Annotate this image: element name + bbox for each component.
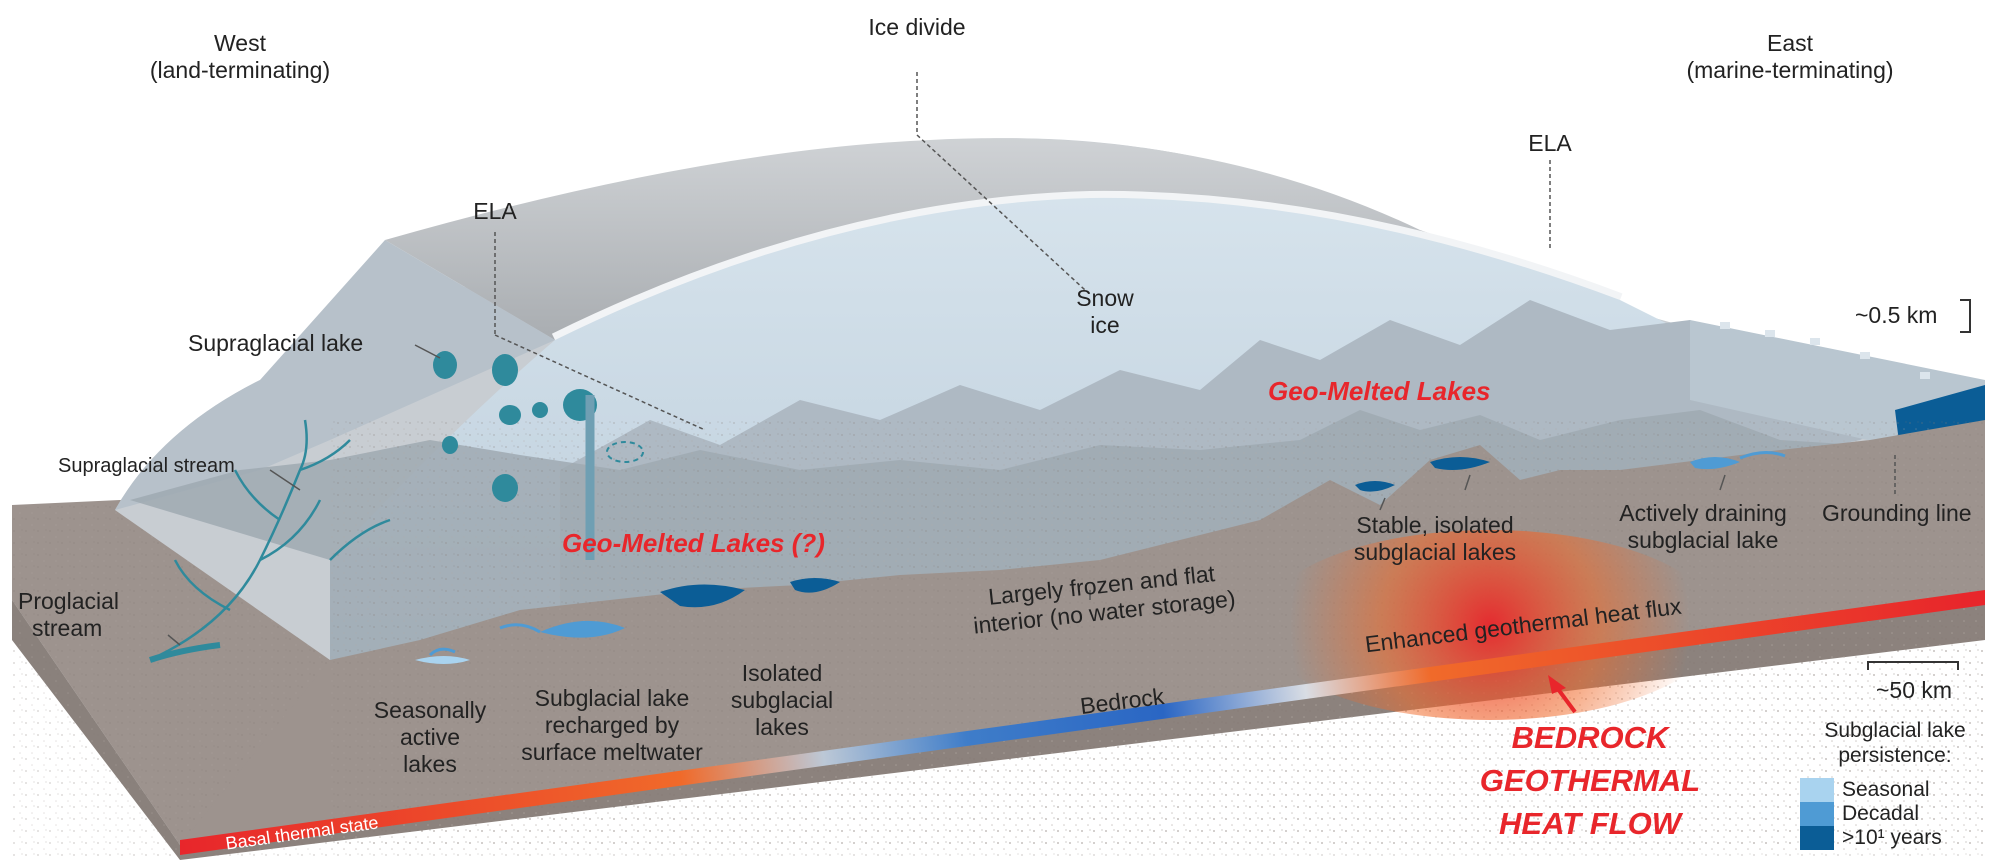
- bedrock-heat-line2: GEOTHERMAL: [1479, 763, 1701, 798]
- recharged-line2: recharged by: [544, 712, 680, 738]
- bedrock-geothermal-heat-flow-label: BEDROCK GEOTHERMAL HEAT FLOW: [1460, 716, 1720, 845]
- isolated-line3: lakes: [755, 714, 809, 740]
- east-label-line2: (marine-terminating): [1686, 57, 1894, 83]
- draining-line2: subglacial lake: [1627, 527, 1779, 553]
- seasonal-line2: active: [399, 724, 461, 750]
- west-label-line2: (land-terminating): [149, 57, 331, 83]
- legend-swatch-seasonal: [1800, 778, 1834, 802]
- subglacial-lakes: [415, 457, 1740, 664]
- lake-flow-arrows: [428, 451, 1786, 657]
- legend-title-line2: persistence:: [1838, 744, 1952, 767]
- legend-title-line1: Subglacial lake: [1824, 719, 1966, 742]
- height-scale-bar: [1960, 299, 1971, 333]
- snow-label: Snow: [1076, 285, 1134, 311]
- draining-line1: Actively draining: [1619, 500, 1787, 526]
- lake-persistence-legend: Subglacial lake persistence: Seasonal De…: [1800, 718, 1990, 858]
- recharged-lake-label: Subglacial lake recharged by surface mel…: [512, 685, 712, 766]
- legend-label-decadal: Decadal: [1842, 802, 1920, 825]
- supraglacial-stream-network: [159, 419, 391, 657]
- recharged-line1: Subglacial lake: [534, 685, 690, 711]
- ablation-zone-west: [115, 240, 555, 510]
- drained-lake-outline: [606, 441, 644, 463]
- recharged-line3: surface meltwater: [521, 739, 703, 765]
- stable-line1: Stable, isolated: [1356, 512, 1514, 538]
- east-label-line1: East: [1766, 30, 1814, 56]
- distance-scale-bar: [1867, 661, 1959, 670]
- geo-melted-lakes-left-label: Geo-Melted Lakes (?): [562, 528, 825, 558]
- distance-scale-label: ~50 km: [1876, 677, 1953, 703]
- leader-lines: [167, 72, 1896, 646]
- height-scale-label: ~0.5 km: [1855, 302, 1938, 328]
- supraglacial-stream-label: Supraglacial stream: [58, 455, 235, 477]
- seasonal-line1: Seasonally: [373, 697, 487, 723]
- isolated-line2: subglacial: [730, 687, 834, 713]
- legend-title: Subglacial lake persistence:: [1800, 718, 1990, 768]
- legend-swatch-long: [1800, 826, 1834, 850]
- proglacial-line2: stream: [32, 615, 103, 641]
- geo-melted-lakes-right-label: Geo-Melted Lakes: [1268, 376, 1491, 406]
- bedrock-heat-line1: BEDROCK: [1511, 720, 1669, 755]
- west-label: West (land-terminating): [130, 30, 350, 84]
- heat-flow-arrowhead: [1548, 675, 1566, 694]
- snow-ice-label: Snow ice: [1060, 285, 1150, 339]
- basal-thermal-strip: [180, 590, 1985, 855]
- legend-label-seasonal: Seasonal: [1842, 778, 1930, 801]
- isolated-line1: Isolated: [741, 660, 823, 686]
- legend-swatch-decadal: [1800, 802, 1834, 826]
- proglacial-stream: [149, 642, 221, 663]
- ice-label: ice: [1090, 312, 1120, 338]
- west-label-line1: West: [214, 30, 266, 56]
- seasonal-lakes-label: Seasonally active lakes: [365, 697, 495, 778]
- ela-left-label: ELA: [473, 198, 517, 224]
- supraglacial-lakes: [433, 351, 597, 502]
- proglacial-line1: Proglacial: [18, 588, 119, 614]
- ela-right-label: ELA: [1528, 130, 1572, 156]
- bedrock-heat-line3: HEAT FLOW: [1499, 806, 1681, 841]
- stable-line2: subglacial lakes: [1353, 539, 1517, 565]
- geothermal-heat-glow: [1260, 530, 1720, 720]
- legend-label-long: >10¹ years: [1842, 826, 1942, 849]
- stable-lakes-label: Stable, isolated subglacial lakes: [1330, 512, 1540, 566]
- isolated-lakes-label: Isolated subglacial lakes: [722, 660, 842, 741]
- iceberg-markers: [1720, 322, 1930, 379]
- draining-lake-label: Actively draining subglacial lake: [1588, 500, 1818, 554]
- east-label: East (marine-terminating): [1660, 30, 1920, 84]
- seasonal-line3: lakes: [403, 751, 457, 777]
- proglacial-stream-label: Proglacial stream: [18, 588, 119, 642]
- grounding-line-label: Grounding line: [1822, 500, 1972, 526]
- supraglacial-lake-label: Supraglacial lake: [188, 330, 364, 356]
- ice-divide-label: Ice divide: [868, 14, 966, 40]
